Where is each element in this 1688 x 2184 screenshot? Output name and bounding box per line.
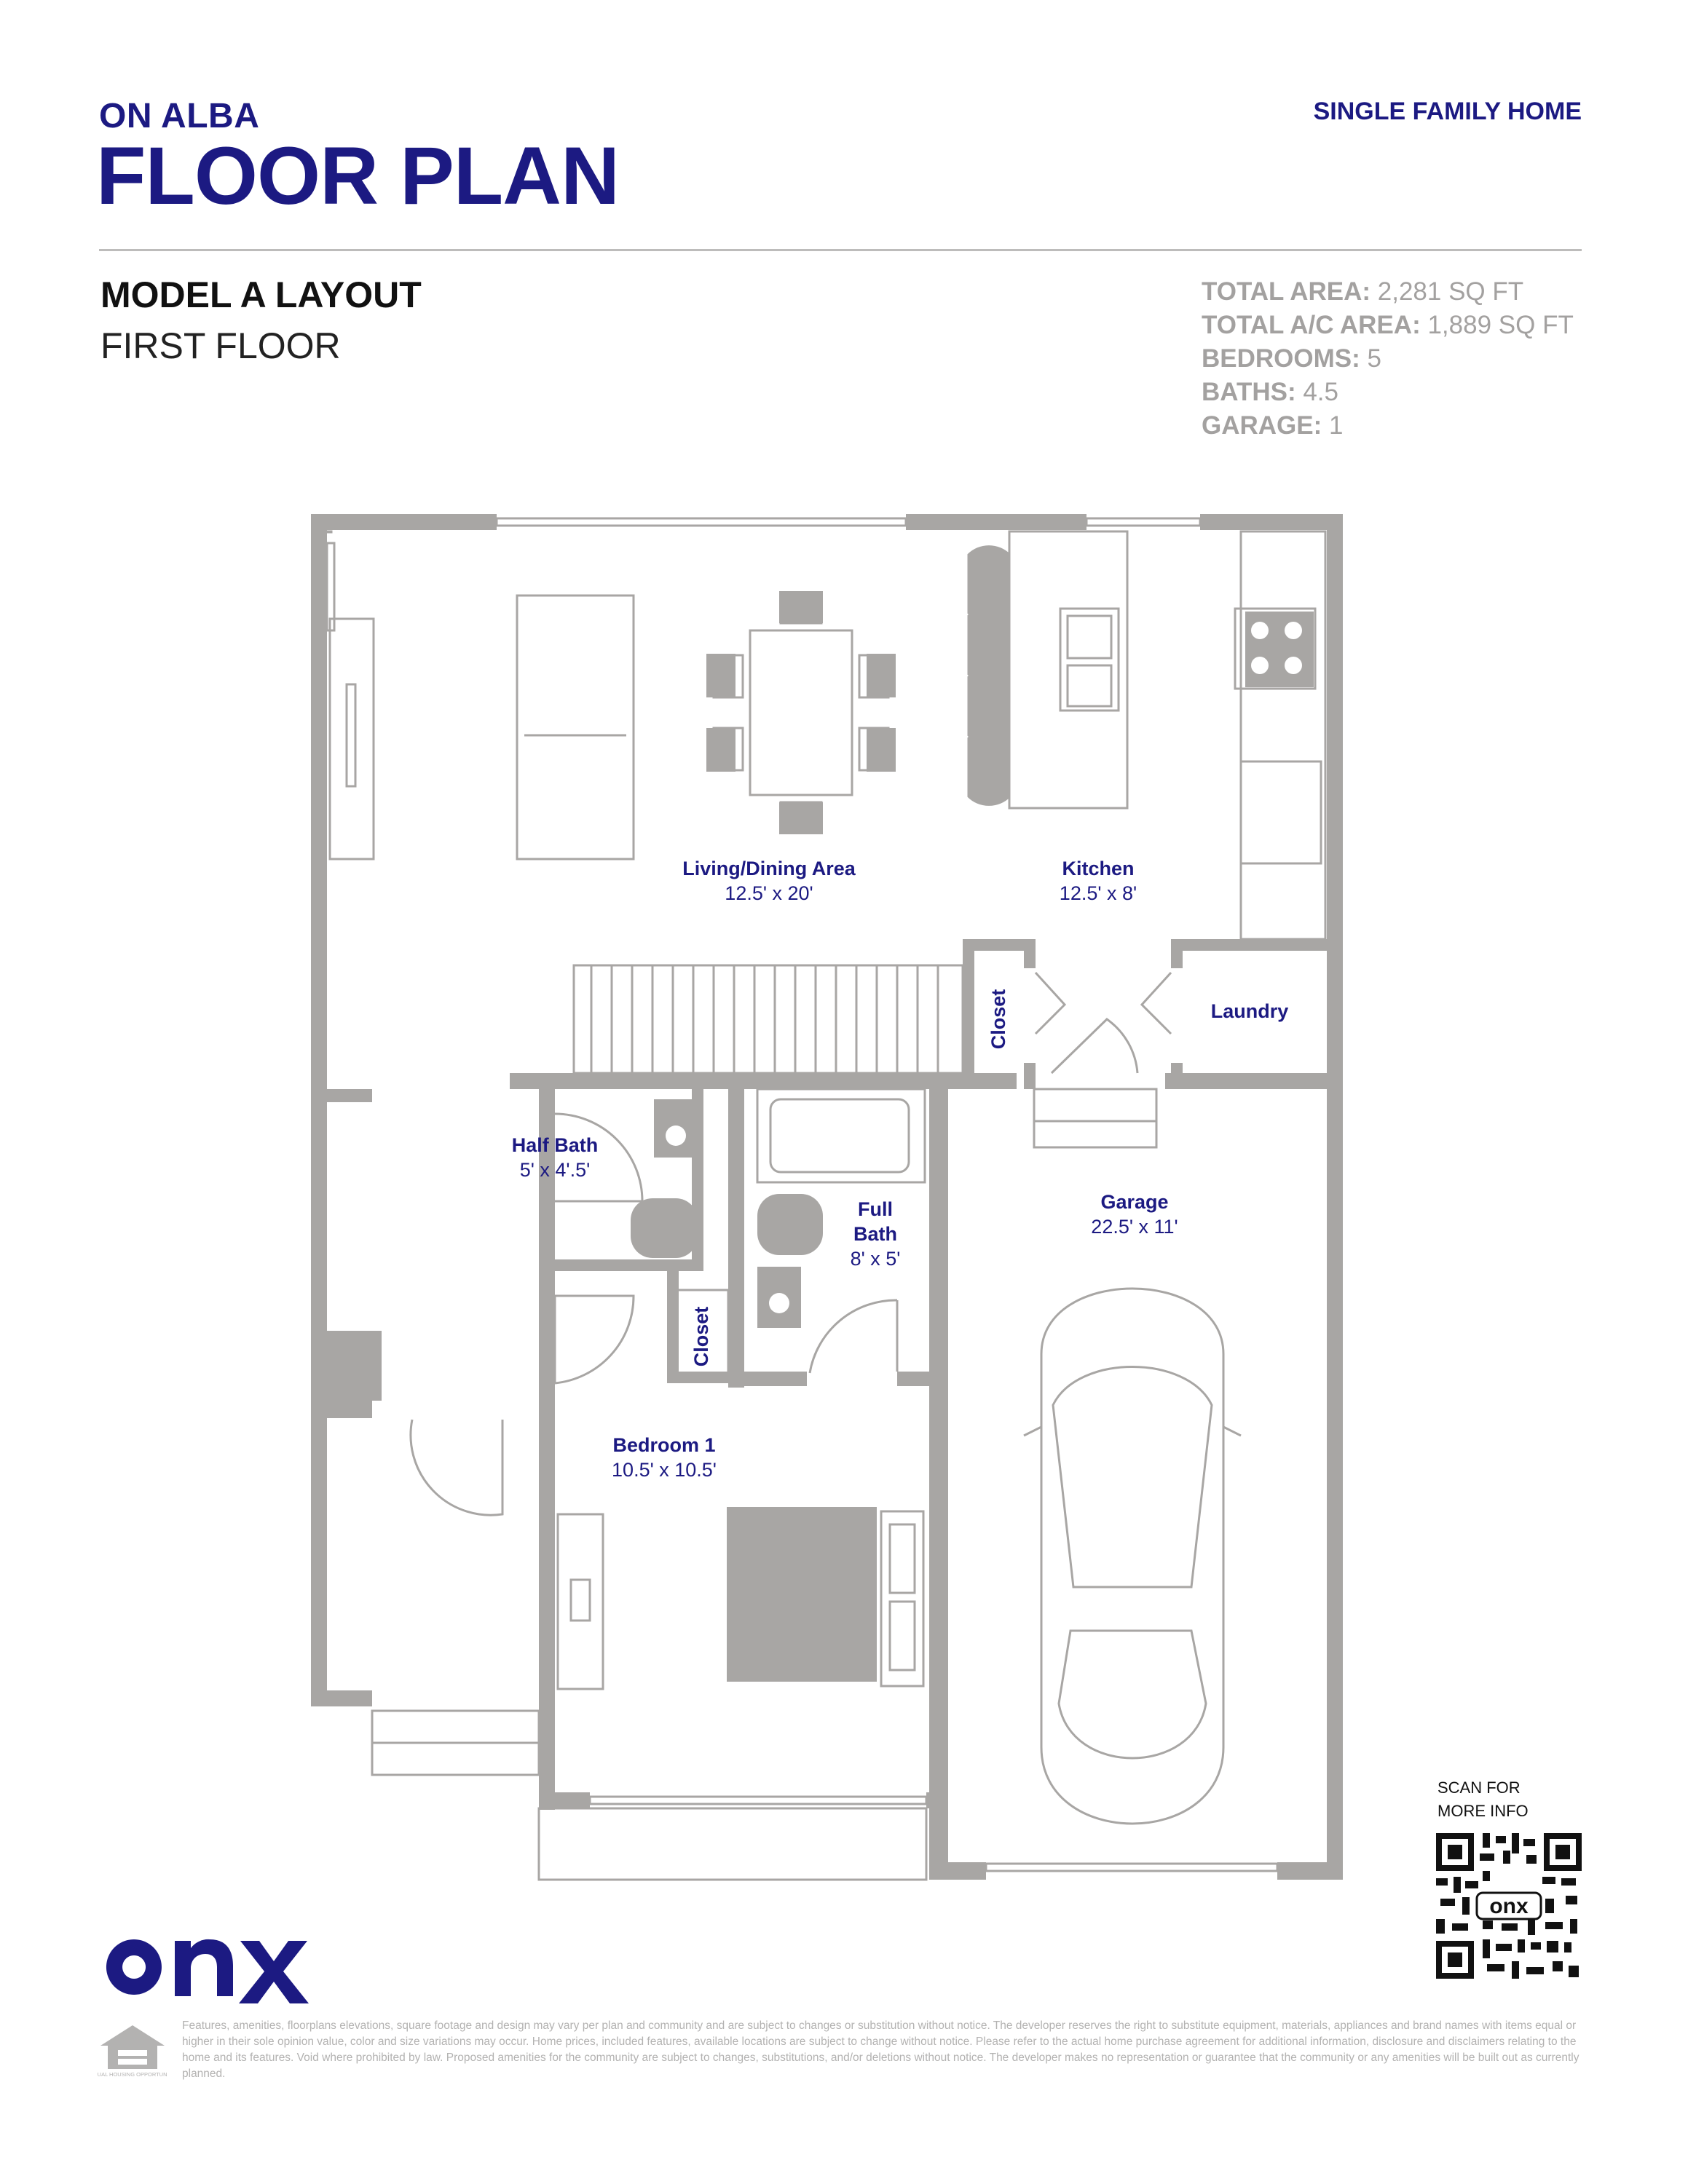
bedroom-name: Bedroom 1	[612, 1434, 715, 1456]
home-type-label: SINGLE FAMILY HOME	[1313, 98, 1582, 125]
logo-text: onx	[98, 1923, 99, 1924]
laundry-label: Laundry	[1211, 1000, 1289, 1022]
floor-name: FIRST FLOOR	[100, 325, 341, 366]
stat-total-area: TOTAL AREA: 2,281 SQ FT	[1202, 277, 1524, 306]
stool-seats	[967, 545, 1011, 806]
stat-bedrooms: BEDROOMS: 5	[1202, 344, 1381, 373]
full-bath-name-1: Full	[858, 1198, 893, 1220]
project-name: ON ALBA	[99, 97, 260, 135]
qr-code[interactable]: onx	[1436, 1833, 1582, 1979]
fixtures	[323, 517, 1327, 1881]
full-bath-name-2: Bath	[853, 1223, 897, 1245]
kitchen-name: Kitchen	[1062, 858, 1134, 879]
kitchen-dims: 12.5' x 8'	[1060, 882, 1137, 904]
garage-name: Garage	[1100, 1191, 1168, 1213]
closet-b-label: Closet	[690, 1307, 712, 1367]
home-stats: TOTAL AREA: 2,281 SQ FT TOTAL A/C AREA: …	[1202, 275, 1574, 443]
living-room-name: Living/Dining Area	[682, 858, 856, 879]
half-bath-dims: 5' x 4'.5'	[520, 1159, 591, 1181]
legal-disclaimer: Features, amenities, floorplans elevatio…	[182, 2019, 1579, 2080]
fixture-details	[666, 622, 1302, 1313]
stat-ac-area: TOTAL A/C AREA: 1,889 SQ FT	[1202, 311, 1574, 339]
equal-housing-icon: EQUAL HOUSING OPPORTUNITY	[98, 2025, 167, 2078]
floor-plan: Living/Dining Area 12.5' x 20' Kitchen 1…	[311, 514, 1343, 1881]
bedroom-dims: 10.5' x 10.5'	[612, 1459, 717, 1481]
header-divider	[99, 249, 1582, 251]
closet-a-label: Closet	[987, 989, 1009, 1050]
stat-garage: GARAGE: 1	[1202, 411, 1344, 440]
stat-baths: BATHS: 4.5	[1202, 378, 1338, 406]
page-title: FLOOR PLAN	[96, 130, 620, 221]
full-bath-dims: 8' x 5'	[851, 1248, 901, 1270]
garage-dims: 22.5' x 11'	[1091, 1216, 1178, 1238]
equal-housing-text: EQUAL HOUSING OPPORTUNITY	[98, 2071, 167, 2078]
qr-center-text: onx	[1489, 1894, 1529, 1918]
qr-caption: SCAN FOR MORE INFO	[1437, 1779, 1529, 1820]
filled-fixtures	[631, 591, 1314, 1682]
onx-logo: onx	[98, 1923, 309, 2003]
walls	[311, 514, 1343, 1880]
half-bath-name: Half Bath	[512, 1134, 599, 1156]
living-room-dims: 12.5' x 20'	[725, 882, 813, 904]
model-name: MODEL A LAYOUT	[100, 274, 422, 315]
